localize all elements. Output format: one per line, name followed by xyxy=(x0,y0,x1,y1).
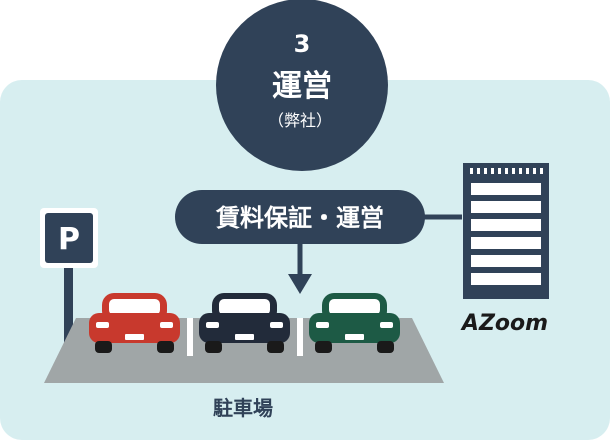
step-subtitle: （弊社） xyxy=(268,111,332,130)
car-icon xyxy=(309,293,400,353)
car-icon xyxy=(89,293,180,353)
parking-sign-letter: P xyxy=(58,222,80,257)
azoom-logo-text: AZoom xyxy=(460,311,548,336)
service-label: 賃料保証・運営 xyxy=(215,204,384,232)
cars-group xyxy=(89,293,400,353)
car-icon xyxy=(199,293,290,353)
step-badge: 3 運営 （弊社） xyxy=(216,0,388,171)
parking-line xyxy=(187,318,193,356)
step-circle xyxy=(216,0,388,171)
azoom-logo: AZoom xyxy=(460,311,548,336)
parking-sign-plate xyxy=(45,213,93,263)
building-windows xyxy=(471,183,541,285)
building-roof-vents xyxy=(470,168,543,174)
step-number: 3 xyxy=(294,30,311,58)
parking-line xyxy=(297,318,303,356)
service-pill-bg xyxy=(175,190,425,244)
parking-lot xyxy=(44,293,444,383)
arrow-down-icon xyxy=(288,244,312,294)
parking-lot-label: 駐車場 xyxy=(213,396,273,420)
step-title: 運営 xyxy=(272,69,332,104)
building-icon xyxy=(463,163,549,299)
service-pill: 賃料保証・運営 xyxy=(175,190,425,244)
